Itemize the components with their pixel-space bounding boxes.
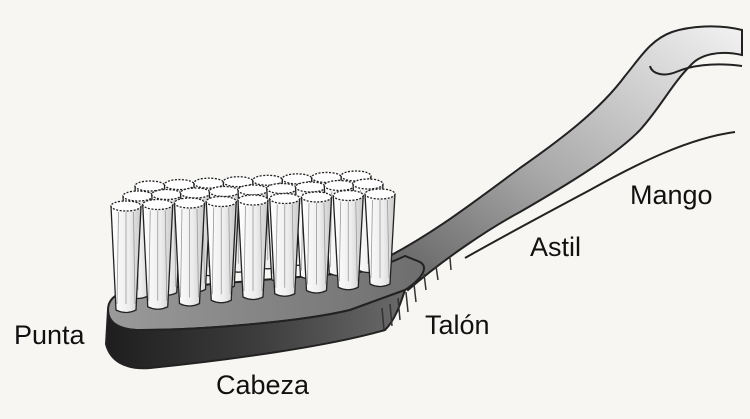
bristle-tuft (143, 200, 173, 310)
bristle-tuft (206, 197, 236, 303)
label-punta: Punta (14, 322, 85, 349)
label-mango: Mango (630, 182, 713, 209)
label-cabeza: Cabeza (216, 372, 309, 399)
bristle-tuft (270, 194, 300, 297)
bristle-tuft (333, 191, 363, 290)
bristle-tuft (365, 189, 395, 287)
bristle-tuft (175, 198, 205, 306)
bristle-tuft (302, 192, 332, 293)
label-talon: Talón (425, 312, 490, 339)
bristle-tuft (238, 195, 268, 300)
bristle-tuft (111, 201, 141, 313)
label-astil: Astil (530, 234, 581, 261)
